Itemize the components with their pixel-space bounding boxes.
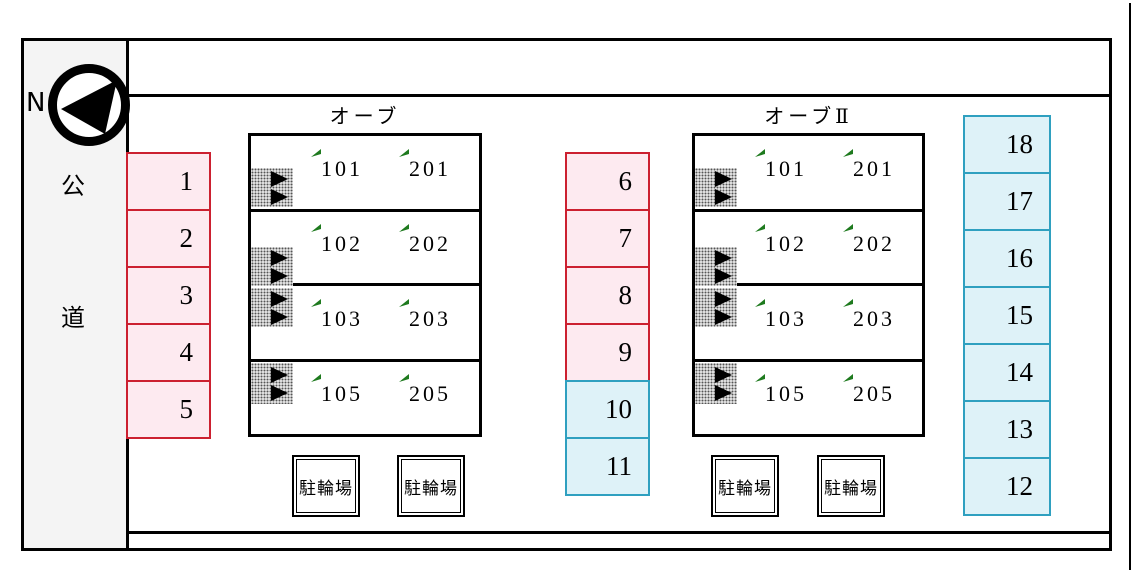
entrance-marker [695,288,737,327]
arrow-right-icon [715,367,732,383]
compass-arrow-icon [61,80,117,134]
arrow-right-icon [271,367,288,383]
entrance-marker [251,247,293,286]
availability-flag-icon [843,374,853,382]
arrow-right-icon [715,268,732,284]
availability-flag-icon [311,224,321,232]
bicycle-parking: 駐輪場 [397,455,465,517]
entrance-marker [251,288,293,327]
parking-space: 16 [963,229,1051,288]
arrow-right-icon [271,171,288,187]
availability-flag-icon [399,374,409,382]
floor-divider [251,283,479,286]
parking-space: 18 [963,115,1051,174]
parking-space: 14 [963,343,1051,402]
right-border-line [1129,3,1131,570]
entrance-marker [695,168,737,207]
top-driveway-line [129,94,1112,97]
parking-space: 17 [963,172,1051,231]
floor-divider [695,359,922,362]
parking-space: 4 [126,323,211,382]
availability-flag-icon [399,149,409,157]
parking-space: 1 [126,152,211,211]
north-label: N [26,88,46,118]
room-label: 203 [409,306,451,331]
room-label: 202 [409,231,451,256]
road-label-char: 道 [61,306,85,332]
parking-space: 12 [963,457,1051,516]
parking-space: 13 [963,400,1051,459]
arrow-right-icon [715,385,732,401]
room-label: 203 [853,306,895,331]
arrow-right-icon [271,385,288,401]
parking-space: 9 [565,323,650,382]
availability-flag-icon [755,149,765,157]
room-label: 202 [853,231,895,256]
room-label: 205 [409,381,451,406]
parking-space: 2 [126,209,211,268]
availability-flag-icon [399,224,409,232]
availability-flag-icon [843,149,853,157]
availability-flag-icon [755,224,765,232]
room-label: 103 [321,306,363,331]
bicycle-parking: 駐輪場 [711,455,779,517]
floor-divider [695,209,922,212]
parking-space: 10 [565,380,650,439]
availability-flag-icon [843,299,853,307]
arrow-right-icon [715,250,732,266]
availability-flag-icon [311,374,321,382]
availability-flag-icon [755,374,765,382]
entrance-marker [695,247,737,286]
arrow-right-icon [715,189,732,205]
room-label: 105 [765,381,807,406]
entrance-marker [251,168,293,207]
availability-flag-icon [311,299,321,307]
room-label: 101 [765,156,807,181]
arrow-right-icon [271,291,288,307]
bottom-driveway-line [129,531,1112,534]
bicycle-parking: 駐輪場 [817,455,885,517]
parking-space: 7 [565,209,650,268]
room-label: 205 [853,381,895,406]
availability-flag-icon [311,149,321,157]
road-label-char: 公 [61,174,85,200]
availability-flag-icon [399,299,409,307]
floor-divider [251,359,479,362]
entrance-marker [251,363,293,404]
parking-space: 15 [963,286,1051,345]
arrow-right-icon [715,171,732,187]
bicycle-parking: 駐輪場 [292,455,360,517]
north-compass-icon [48,64,130,146]
room-label: 201 [853,156,895,181]
arrow-right-icon [715,291,732,307]
arrow-right-icon [271,309,288,325]
arrow-right-icon [271,189,288,205]
room-label: 102 [321,231,363,256]
parking-space: 11 [565,437,650,496]
room-label: 201 [409,156,451,181]
room-label: 105 [321,381,363,406]
availability-flag-icon [843,224,853,232]
building-title: オーブ [329,106,401,128]
parking-space: 3 [126,266,211,325]
building-title: オーブⅡ [764,106,853,128]
room-label: 103 [765,306,807,331]
room-label: 101 [321,156,363,181]
arrow-right-icon [271,250,288,266]
room-label: 102 [765,231,807,256]
arrow-right-icon [715,309,732,325]
parking-space: 6 [565,152,650,211]
parking-space: 8 [565,266,650,325]
arrow-right-icon [271,268,288,284]
parking-space: 5 [126,380,211,439]
entrance-marker [695,363,737,404]
floor-divider [695,283,922,286]
availability-flag-icon [755,299,765,307]
floor-divider [251,209,479,212]
